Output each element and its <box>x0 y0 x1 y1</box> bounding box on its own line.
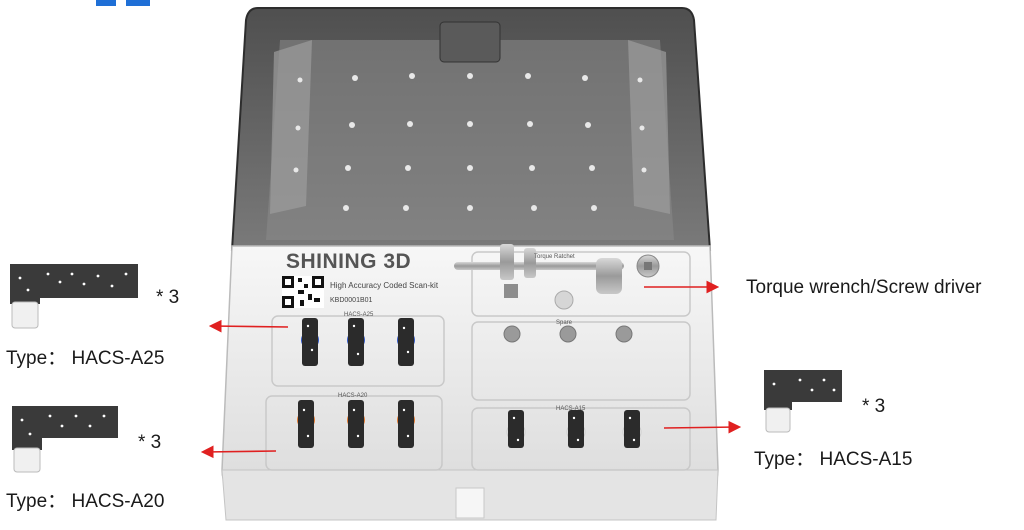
scan-bodies-a20 <box>297 400 415 448</box>
arrow-to-a25 <box>208 319 289 333</box>
arrow-to-a20 <box>200 445 277 459</box>
scan-kit-case-illustration <box>221 7 719 521</box>
slot-label-a15: HACS-A15 <box>556 406 586 412</box>
scan-body-thumbnail-a20 <box>12 406 118 473</box>
slot-label-a20: HACS-A20 <box>338 393 368 399</box>
a15-quantity: * 3 <box>862 396 886 417</box>
scan-body-thumbnail-a25 <box>10 264 138 329</box>
a15-type-label: Type： HACS-A15 <box>754 449 913 470</box>
a25-type-label: Type： HACS-A25 <box>6 348 165 369</box>
slot-label-a25: HACS-A25 <box>344 312 374 318</box>
arrow-to-a15 <box>663 420 742 434</box>
a20-quantity: * 3 <box>138 432 162 453</box>
a25-quantity: * 3 <box>156 287 180 308</box>
scan-bodies-a25 <box>301 318 415 366</box>
tool-callout-label: Torque wrench/Screw driver <box>746 277 982 298</box>
ratchet-label: Torque Ratchet <box>534 254 575 260</box>
spare-label: Spare <box>556 320 573 326</box>
torque-wrench <box>454 244 660 310</box>
qr-code <box>282 276 324 308</box>
brand-logo-text: SHINING 3D <box>286 250 412 273</box>
kit-subtitle: High Accuracy Coded Scan-kit <box>330 281 439 290</box>
a20-type-label: Type： HACS-A20 <box>6 491 165 512</box>
kit-serial: KBD0001B01 <box>330 297 373 304</box>
scan-bodies-a15 <box>506 410 642 448</box>
scan-body-thumbnail-a15 <box>764 370 842 433</box>
cropped-heading-fragment <box>96 0 150 6</box>
